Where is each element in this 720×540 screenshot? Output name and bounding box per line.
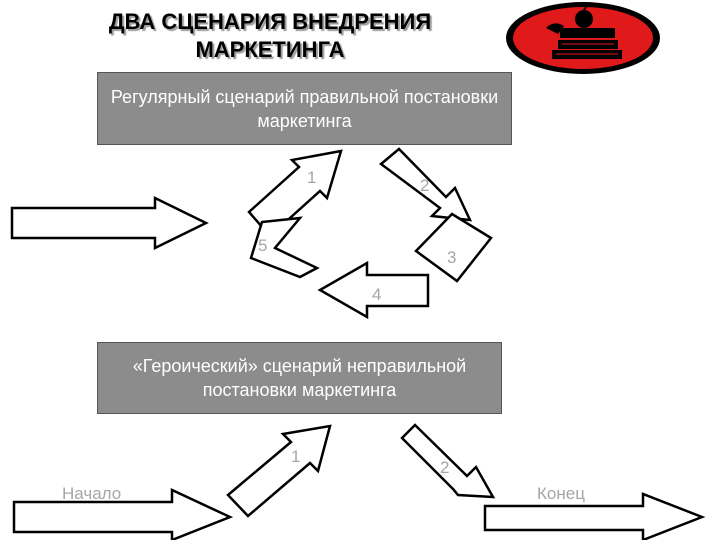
step-number-5: 5	[258, 236, 268, 255]
heroic-step-number-2: 2	[440, 458, 450, 477]
start-label: Начало	[62, 484, 122, 503]
heroic-scenario-box: «Героический» сценарий неправильной пост…	[97, 342, 502, 414]
heroic-arrow-1	[226, 424, 332, 518]
entry-arrow	[10, 195, 209, 251]
heroic-scenario-label: «Героический» сценарий неправильной пост…	[132, 356, 467, 400]
cycle-arrow-3	[414, 212, 493, 283]
step-number-4: 4	[372, 285, 382, 304]
regular-scenario-box: Регулярный сценарий правильной постановк…	[97, 72, 512, 145]
end-label: Конец	[537, 484, 585, 503]
end-arrow	[483, 492, 706, 540]
heroic-step-number-1: 1	[291, 447, 301, 466]
heroic-arrow-2	[400, 423, 496, 499]
step-number-1: 1	[307, 168, 317, 187]
start-arrow	[12, 488, 234, 540]
cycle-arrow-2	[378, 147, 473, 222]
cycle-arrow-4	[317, 260, 430, 320]
page-title: ДВА СЦЕНАРИЯ ВНЕДРЕНИЯ МАРКЕТИНГА	[108, 9, 432, 62]
step-number-3: 3	[447, 248, 457, 267]
cycle-arrow-5	[249, 216, 320, 279]
step-number-2: 2	[420, 176, 430, 195]
regular-scenario-label: Регулярный сценарий правильной постановк…	[110, 86, 499, 131]
